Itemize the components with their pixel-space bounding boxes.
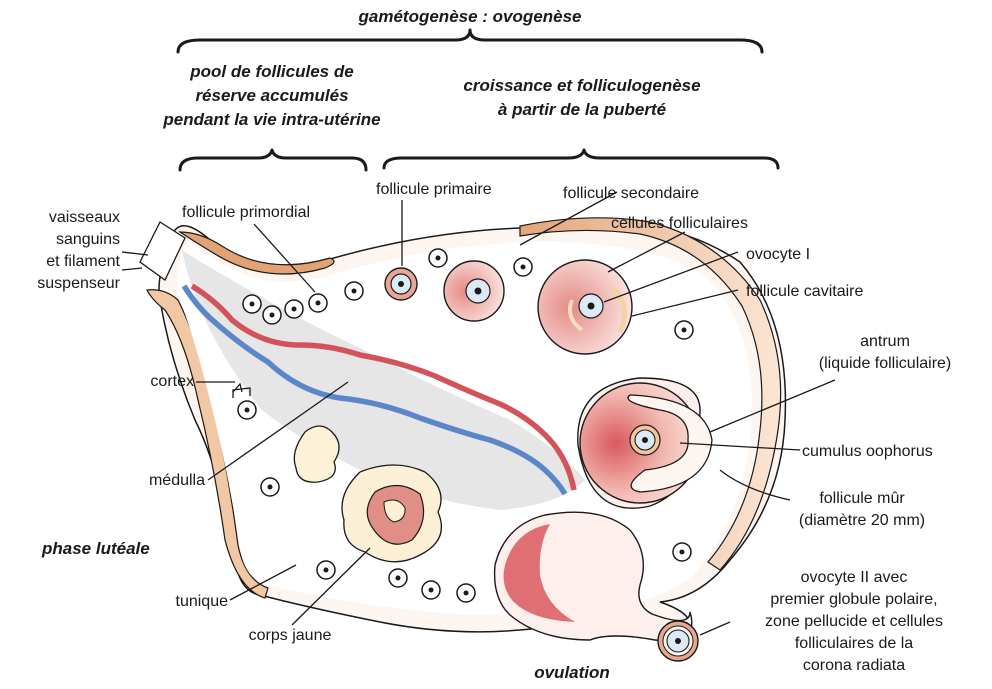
brace-left bbox=[180, 150, 366, 170]
label-ovocyte2-2: premier globule polaire, bbox=[770, 591, 937, 608]
label-corps-jaune: corps jaune bbox=[249, 627, 332, 644]
label-ovocyte2-1: ovocyte II avec bbox=[801, 569, 908, 586]
label-follicule-mur-1: follicule mûr bbox=[819, 490, 905, 507]
label-cellules-folliculaires: cellules folliculaires bbox=[611, 215, 748, 232]
label-phase-luteale: phase lutéale bbox=[41, 539, 150, 558]
cavitary-follicle bbox=[538, 260, 632, 354]
primordial-follicle bbox=[309, 294, 327, 312]
label-ovocyte2-4: folliculaires de la bbox=[795, 635, 913, 652]
label-ovocyte2-5: corona radiata bbox=[803, 657, 905, 674]
label-cumulus-oophorus: cumulus oophorus bbox=[802, 443, 933, 460]
header-pool-line2: réserve accumulés bbox=[195, 86, 348, 105]
primordial-follicle bbox=[285, 300, 303, 318]
primordial-follicle bbox=[261, 478, 279, 496]
label-ovocyte-1: ovocyte I bbox=[746, 246, 810, 263]
brace-top bbox=[178, 30, 762, 52]
released-oocyte bbox=[658, 621, 698, 661]
label-follicule-mur-2: (diamètre 20 mm) bbox=[799, 512, 925, 529]
label-follicule-secondaire: follicule secondaire bbox=[563, 185, 699, 202]
primordial-follicle bbox=[422, 581, 440, 599]
corpus-luteum bbox=[342, 465, 441, 562]
primordial-follicle bbox=[457, 584, 475, 602]
primordial-follicle bbox=[243, 295, 261, 313]
label-follicule-cavitaire: follicule cavitaire bbox=[746, 283, 863, 300]
label-tunique: tunique bbox=[176, 593, 229, 610]
brace-right bbox=[384, 150, 778, 168]
label-cortex: cortex bbox=[150, 373, 194, 390]
label-antrum-2: (liquide folliculaire) bbox=[819, 355, 952, 372]
header-gametogenese: gamétogenèse : ovogenèse bbox=[358, 7, 582, 26]
primordial-follicle bbox=[345, 282, 363, 300]
label-vaisseaux-2: sanguins bbox=[56, 231, 120, 248]
primordial-follicle bbox=[389, 569, 407, 587]
label-follicule-primordial: follicule primordial bbox=[182, 204, 310, 221]
label-vaisseaux-1: vaisseaux bbox=[49, 209, 120, 226]
primary-follicle bbox=[385, 268, 417, 300]
header-croissance-line2: à partir de la puberté bbox=[498, 100, 666, 119]
label-follicule-primaire: follicule primaire bbox=[376, 181, 492, 198]
label-ovocyte2-3: zone pellucide et cellules bbox=[765, 613, 943, 630]
primordial-follicle bbox=[238, 401, 256, 419]
label-vaisseaux-3: et filament bbox=[46, 253, 120, 270]
header-croissance-line1: croissance et folliculogenèse bbox=[463, 76, 700, 95]
label-antrum-1: antrum bbox=[860, 333, 910, 350]
primordial-follicle bbox=[429, 249, 447, 267]
label-medulla: médulla bbox=[149, 472, 205, 489]
secondary-follicle bbox=[444, 261, 504, 321]
primordial-follicle bbox=[514, 258, 532, 276]
label-ovulation: ovulation bbox=[534, 663, 610, 682]
header-pool-line3: pendant la vie intra-utérine bbox=[162, 110, 380, 129]
primordial-follicle bbox=[317, 561, 335, 579]
header-pool-line1: pool de follicules de bbox=[189, 62, 353, 81]
primordial-follicle bbox=[263, 306, 281, 324]
primordial-follicle bbox=[675, 321, 693, 339]
label-vaisseaux-4: suspenseur bbox=[37, 275, 120, 292]
primordial-follicle bbox=[673, 543, 691, 561]
ovary-body bbox=[140, 218, 785, 661]
